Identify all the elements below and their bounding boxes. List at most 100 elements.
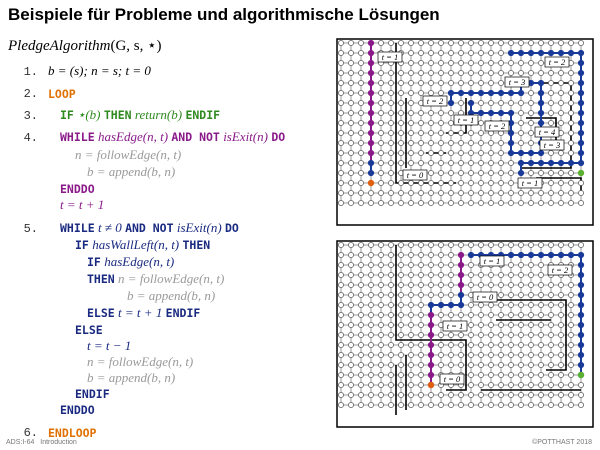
do-keyword: DO [271, 130, 286, 144]
turn-counter-label: t = 2 [422, 95, 448, 107]
footer-copyright: ©POTTHAST 2018 [532, 439, 592, 446]
start-node [427, 381, 435, 389]
svg-text:t = 2: t = 2 [427, 96, 444, 106]
return-call: return [134, 107, 167, 122]
increment: t = t + 1 [118, 305, 163, 320]
line-number: 5. [23, 222, 38, 236]
svg-text:t = 2: t = 2 [489, 121, 506, 131]
andnot-keyword: AND NOT [125, 221, 174, 235]
code-increment: t = t + 1 [60, 197, 105, 212]
isexit-call: isExit [176, 220, 207, 235]
turn-counter-label: t = 1 [453, 114, 479, 126]
then-keyword: THEN [182, 238, 211, 252]
svg-text:t = 1: t = 1 [484, 256, 501, 266]
line-number: 4. [23, 131, 38, 145]
code-line-1: b = (s); n = s; t = 0 [48, 63, 151, 78]
loop-keyword: LOOP [48, 87, 76, 101]
then-keyword: THEN [103, 108, 132, 122]
hasedge-args: (n, t) [142, 129, 169, 144]
goal-condition: ⋆(b) [77, 107, 101, 122]
isexit-call: isExit [223, 129, 253, 144]
turn-counter-label: t = 3 [539, 139, 565, 151]
code-follow-edge: n = followEdge(n, t) [87, 354, 194, 369]
endloop-keyword: ENDLOOP [48, 426, 97, 440]
isexit-arg: (n) [252, 129, 268, 144]
grid-nodes [338, 242, 585, 408]
slide-title: Beispiele für Probleme und algorithmisch… [8, 5, 440, 24]
code-line-4: WHILE hasEdge(n, t) AND NOT isExit(n) DO [60, 129, 286, 145]
enddo-keyword: ENDDO [60, 403, 95, 417]
svg-text:t = 1: t = 1 [522, 178, 539, 188]
code-line-3: IF ⋆(b) THEN return(b) ENDIF [60, 107, 221, 123]
turn-counter-label: t = 2 [547, 264, 573, 276]
wall-segment [395, 245, 467, 391]
turn-counter-label: t = 2 [484, 120, 510, 132]
line-number: 2. [23, 87, 38, 101]
exit-node [577, 371, 585, 379]
footer-left: ADS:I-64 Introduction [6, 439, 77, 446]
algorithm-args: (G, s, ⋆) [110, 38, 162, 54]
while-keyword: WHILE [60, 221, 95, 235]
code-append: b = append(b, n) [87, 370, 176, 385]
svg-text:t = 3: t = 3 [509, 77, 526, 87]
svg-text:t = 4: t = 4 [539, 127, 556, 137]
if-keyword: IF [75, 238, 89, 252]
haswallleft-args: (n, t) [153, 237, 180, 252]
section-name: Introduction [40, 439, 77, 446]
svg-text:t = 1: t = 1 [382, 52, 399, 62]
code-decrement: t = t − 1 [87, 338, 132, 353]
hasedge-call: hasEdge [104, 254, 149, 269]
maze-walls [395, 245, 581, 415]
wall-segment [395, 43, 456, 184]
return-arg: (b) [166, 107, 183, 122]
endif-keyword: ENDIF [165, 306, 201, 320]
if-keyword: IF [87, 255, 101, 269]
wall-segment [536, 177, 582, 193]
while-keyword: WHILE [60, 130, 95, 144]
algorithm-name: PledgeAlgorithm [8, 38, 111, 54]
maze-diagram-bottom: t = 1 t = 2 t = 0 t = 1 t = 0 [336, 240, 594, 428]
turn-counter-label: t = 1 [442, 320, 468, 332]
code-if-wall: IF hasWallLeft(n, t) THEN [75, 237, 211, 253]
wall-segment [526, 117, 557, 148]
endif-keyword: ENDIF [75, 387, 110, 401]
follow-edge: n = followEdge(n, t) [118, 271, 225, 286]
do-keyword: DO [225, 221, 239, 235]
algorithm-signature: PledgeAlgorithm(G, s, ⋆) [8, 36, 162, 55]
haswallleft-call: hasWallLeft [92, 237, 154, 252]
then-keyword: THEN [87, 272, 115, 286]
turn-counter-label: t = 4 [534, 126, 560, 138]
slide-code: ADS:I-64 [6, 439, 35, 446]
wall-segment [486, 299, 567, 371]
hasedge-call: hasEdge [97, 129, 143, 144]
pseudocode: 1. b = (s); n = s; t = 0 2. LOOP 3. IF ⋆… [23, 63, 286, 441]
svg-text:t = 2: t = 2 [552, 265, 569, 275]
code-line-5: WHILE t ≠ 0 AND NOT isExit(n) DO [60, 220, 239, 236]
else-keyword: ELSE [75, 323, 103, 337]
else-keyword: ELSE [87, 306, 115, 320]
maze-diagram-top: t = 1 t = 2 t = 3 t = 2 t = 1 t = 2 t = 4 t = 3… [336, 38, 594, 226]
andnot-keyword: AND NOT [171, 130, 220, 144]
while-condition: t ≠ 0 [97, 220, 122, 235]
turn-counter-label: t = 1 [517, 177, 543, 189]
code-if-edge: IF hasEdge(n, t) [87, 254, 175, 270]
svg-text:t = 1: t = 1 [447, 321, 464, 331]
if-keyword: IF [60, 108, 74, 122]
code-append: b = append(b, n) [127, 288, 216, 303]
start-node [367, 179, 375, 187]
svg-text:t = 0: t = 0 [407, 170, 424, 180]
exit-node [577, 169, 585, 177]
code-else-inc: ELSE t = t + 1 ENDIF [87, 305, 201, 321]
svg-text:t = 1: t = 1 [458, 115, 475, 125]
turn-counter-label: t = 0 [472, 291, 498, 303]
hasedge-args: (n, t) [148, 254, 175, 269]
svg-text:t = 0: t = 0 [477, 292, 494, 302]
turn-counter-label: t = 2 [544, 56, 570, 68]
svg-text:t = 0: t = 0 [444, 374, 461, 384]
code-then-follow: THEN n = followEdge(n, t) [87, 271, 225, 287]
endif-keyword: ENDIF [185, 108, 221, 122]
code-follow-edge: n = followEdge(n, t) [75, 147, 182, 162]
line-number: 1. [23, 65, 38, 79]
navy-path [430, 295, 462, 315]
svg-text:t = 2: t = 2 [549, 57, 566, 67]
